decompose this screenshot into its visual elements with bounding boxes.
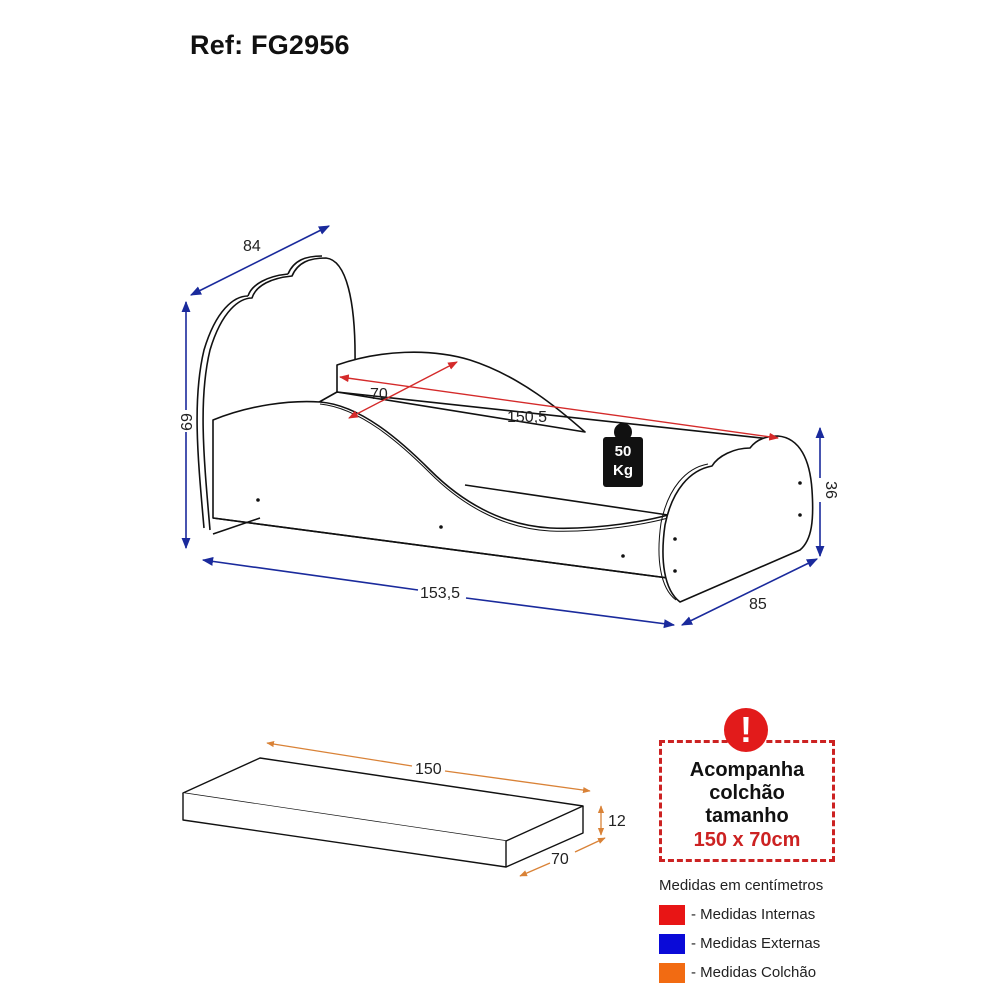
legend-heading: Medidas em centímetros (659, 877, 824, 894)
dim-internal-width: 70 (370, 386, 388, 403)
exclamation-circle-icon: ! (724, 708, 768, 752)
legend-swatch-blue (659, 933, 685, 954)
dim-footboard-height: 36 (822, 481, 839, 499)
weight-unit: Kg (613, 462, 633, 479)
notice-line-3: tamanho (705, 805, 789, 827)
notice-size: 150 x 70cm (693, 829, 801, 851)
dim-mattress-height: 12 (608, 813, 626, 830)
legend-label: - Medidas Colchão (691, 964, 817, 981)
screw-holes (256, 481, 802, 573)
legend-swatch-red (659, 904, 685, 925)
footboard (662, 435, 814, 603)
dim-headboard-height: 69 (179, 413, 196, 431)
bed-outline (196, 255, 814, 603)
legend-swatch-orange (659, 962, 685, 983)
dim-headboard-depth: 84 (243, 238, 261, 255)
mattress-dimensions (266, 741, 606, 877)
page-title: Ref: FG2956 (190, 30, 350, 60)
legend: Medidas em centímetros - Medidas Interna… (659, 877, 823, 987)
legend-label: - Medidas Externas (691, 935, 821, 952)
legend-item-external: - Medidas Externas (659, 929, 823, 958)
weight-value: 50 (614, 443, 632, 460)
dim-length: 153,5 (420, 585, 460, 602)
mattress-included-notice: Acompanha colchão tamanho 150 x 70cm (659, 740, 835, 862)
legend-label: - Medidas Internas (691, 906, 816, 923)
internal-dimensions (339, 361, 779, 441)
mattress-outline (182, 757, 584, 868)
dim-internal-length: 150,5 (507, 409, 547, 426)
notice-line-1: Acompanha (689, 759, 805, 781)
legend-item-mattress: - Medidas Colchão (659, 958, 823, 987)
weight-capacity-badge: 50 Kg (603, 423, 643, 487)
notice-line-2: colchão (709, 782, 785, 804)
dim-width: 85 (749, 596, 767, 613)
dim-mattress-width: 70 (551, 851, 569, 868)
external-dimensions (181, 225, 825, 629)
dim-mattress-length: 150 (415, 761, 442, 778)
front-rail (212, 400, 669, 579)
weight-icon (614, 423, 632, 441)
legend-item-internal: - Medidas Internas (659, 900, 823, 929)
